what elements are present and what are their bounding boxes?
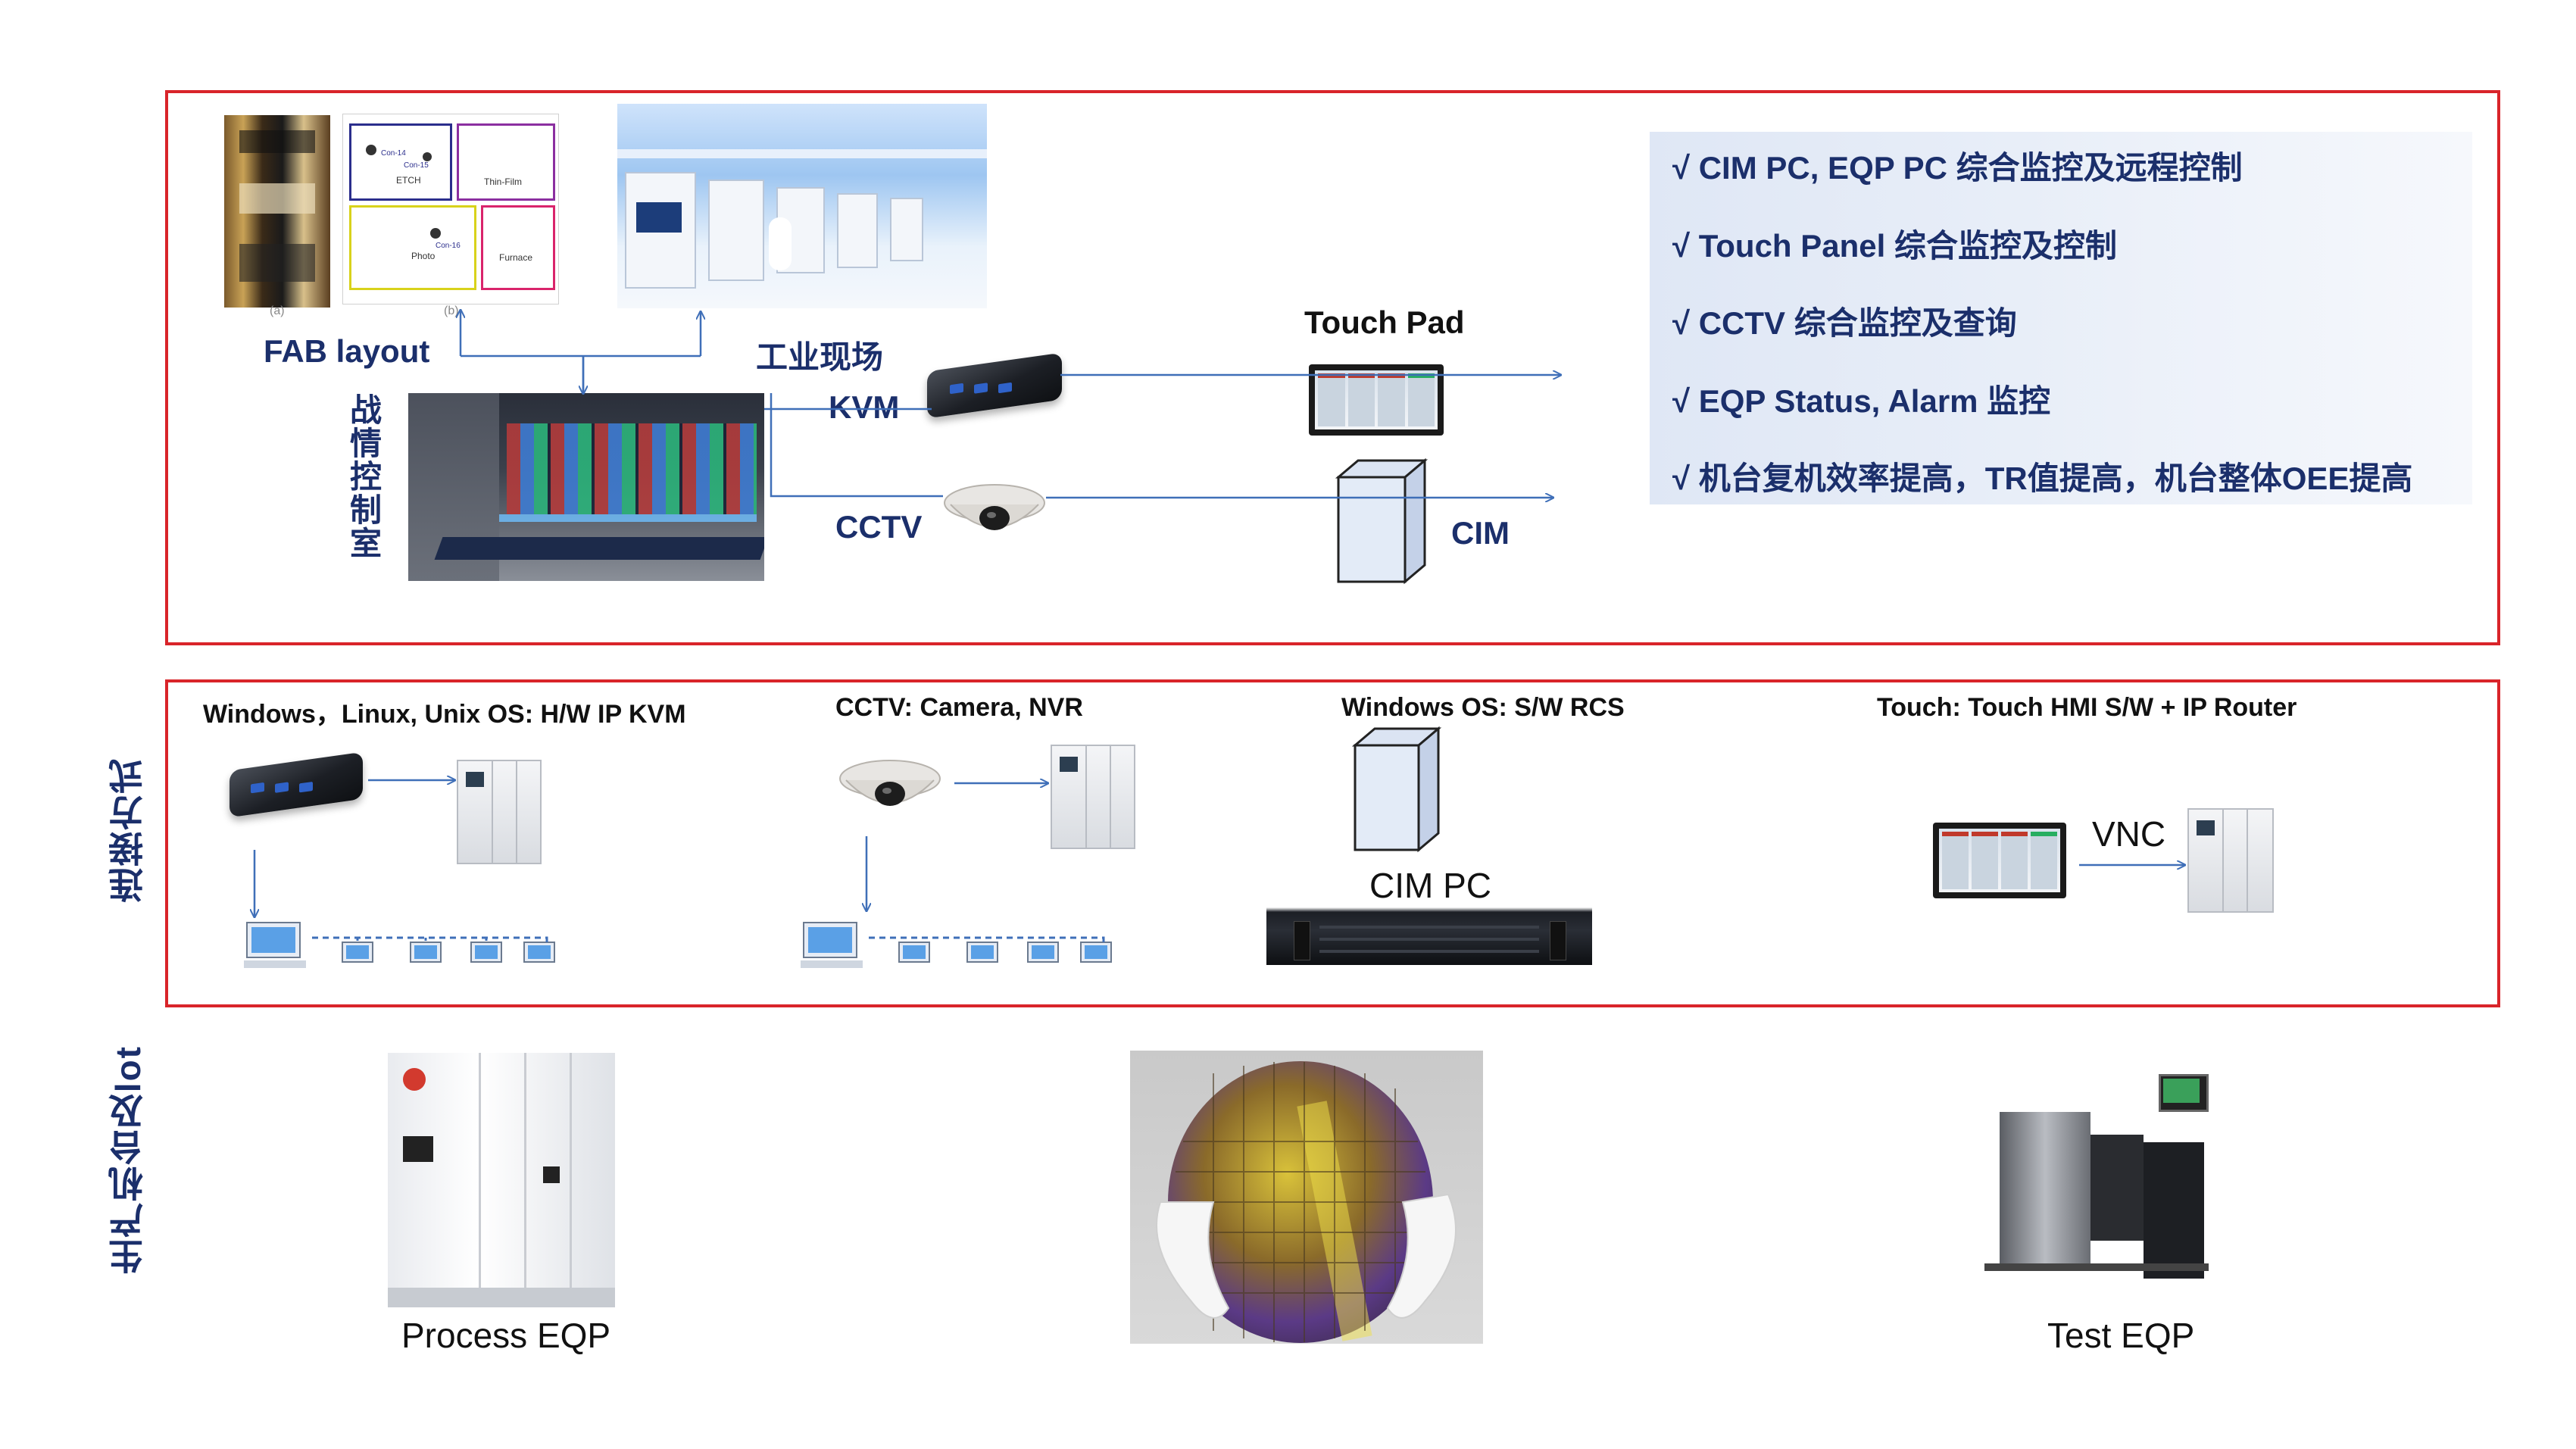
top-panel [165, 90, 2500, 645]
feature-2: √ Touch Panel 综合监控及控制 [1672, 228, 2117, 264]
col4-title: Touch: Touch HMI S/W + IP Router [1877, 693, 2297, 722]
fab-layout-drawing: ETCH Thin-Film Photo Furnace Con-14 Con-… [342, 114, 559, 304]
cim-server-top [1335, 457, 1428, 585]
cim-label: CIM [1451, 515, 1510, 551]
server-rack [1266, 907, 1592, 965]
fab-tool-photo [224, 115, 330, 308]
cim-pc-box [1352, 726, 1441, 853]
dome-camera-mid [839, 760, 941, 806]
touch-pad-label: Touch Pad [1304, 304, 1465, 340]
workstations-col1 [244, 922, 555, 968]
col3-title: Windows OS: S/W RCS [1341, 693, 1625, 722]
dome-camera-top [944, 484, 1045, 530]
workstations-col2 [801, 922, 1112, 968]
col2-title: CCTV: Camera, NVR [835, 693, 1083, 722]
cim-pc-label: CIM PC [1369, 866, 1491, 905]
vnc-label: VNC [2092, 814, 2166, 854]
feature-3: √ CCTV 综合监控及查询 [1672, 305, 2017, 341]
cr-char-5: 室 [350, 526, 382, 562]
fab-caption-b: (b) [444, 304, 459, 317]
feature-5: √ 机台复机效率提高，TR值提高，机台整体OEE提高 [1672, 461, 2413, 496]
cr-char-1: 战 [350, 392, 382, 428]
feature-4: √ EQP Status, Alarm 监控 [1672, 383, 2051, 419]
process-eqp-image [388, 1053, 615, 1307]
area-etch: ETCH [396, 175, 421, 186]
control-room-photo [408, 393, 764, 581]
area-furnace: Furnace [499, 252, 533, 263]
middle-panel [165, 679, 2500, 1007]
test-eqp-label: Test EQP [2047, 1316, 2195, 1355]
line-to-cctv [770, 393, 943, 498]
cr-char-4: 制 [350, 492, 382, 529]
test-eqp-image [1984, 1074, 2209, 1286]
con-16: Con-16 [436, 242, 461, 250]
process-eqp-label: Process EQP [401, 1316, 611, 1355]
eqp-tool-col4 [2187, 808, 2274, 913]
eqp-tool-col1 [457, 760, 542, 864]
col1-title: Windows，Linux, Unix OS: H/W IP KVM [203, 700, 686, 729]
cr-char-2: 情 [350, 426, 382, 462]
area-thin-film: Thin-Film [484, 176, 522, 187]
cleanroom-photo [617, 104, 987, 308]
site-label: 工业现场 [756, 339, 884, 375]
kvm-label: KVM [829, 389, 900, 425]
touch-pad-mid [1933, 823, 2066, 898]
feature-1: √ CIM PC, EQP PC 综合监控及远程控制 [1672, 150, 2243, 186]
eqp-tool-col2 [1051, 745, 1135, 849]
feature-list: √ CIM PC, EQP PC 综合监控及远程控制 √ Touch Panel… [1650, 132, 2472, 504]
cctv-label: CCTV [835, 509, 923, 545]
con-15: Con-15 [404, 161, 429, 170]
touch-pad-top [1309, 364, 1444, 436]
con-14: Con-14 [381, 149, 406, 158]
wafer-photo [1130, 1051, 1483, 1344]
fab-caption-a: (a) [270, 304, 285, 317]
control-room-label: 战 情 控 制 室 [350, 392, 382, 562]
cr-char-3: 控 [350, 459, 382, 495]
fab-layout-label: FAB layout [264, 333, 430, 369]
area-photo: Photo [411, 251, 436, 261]
